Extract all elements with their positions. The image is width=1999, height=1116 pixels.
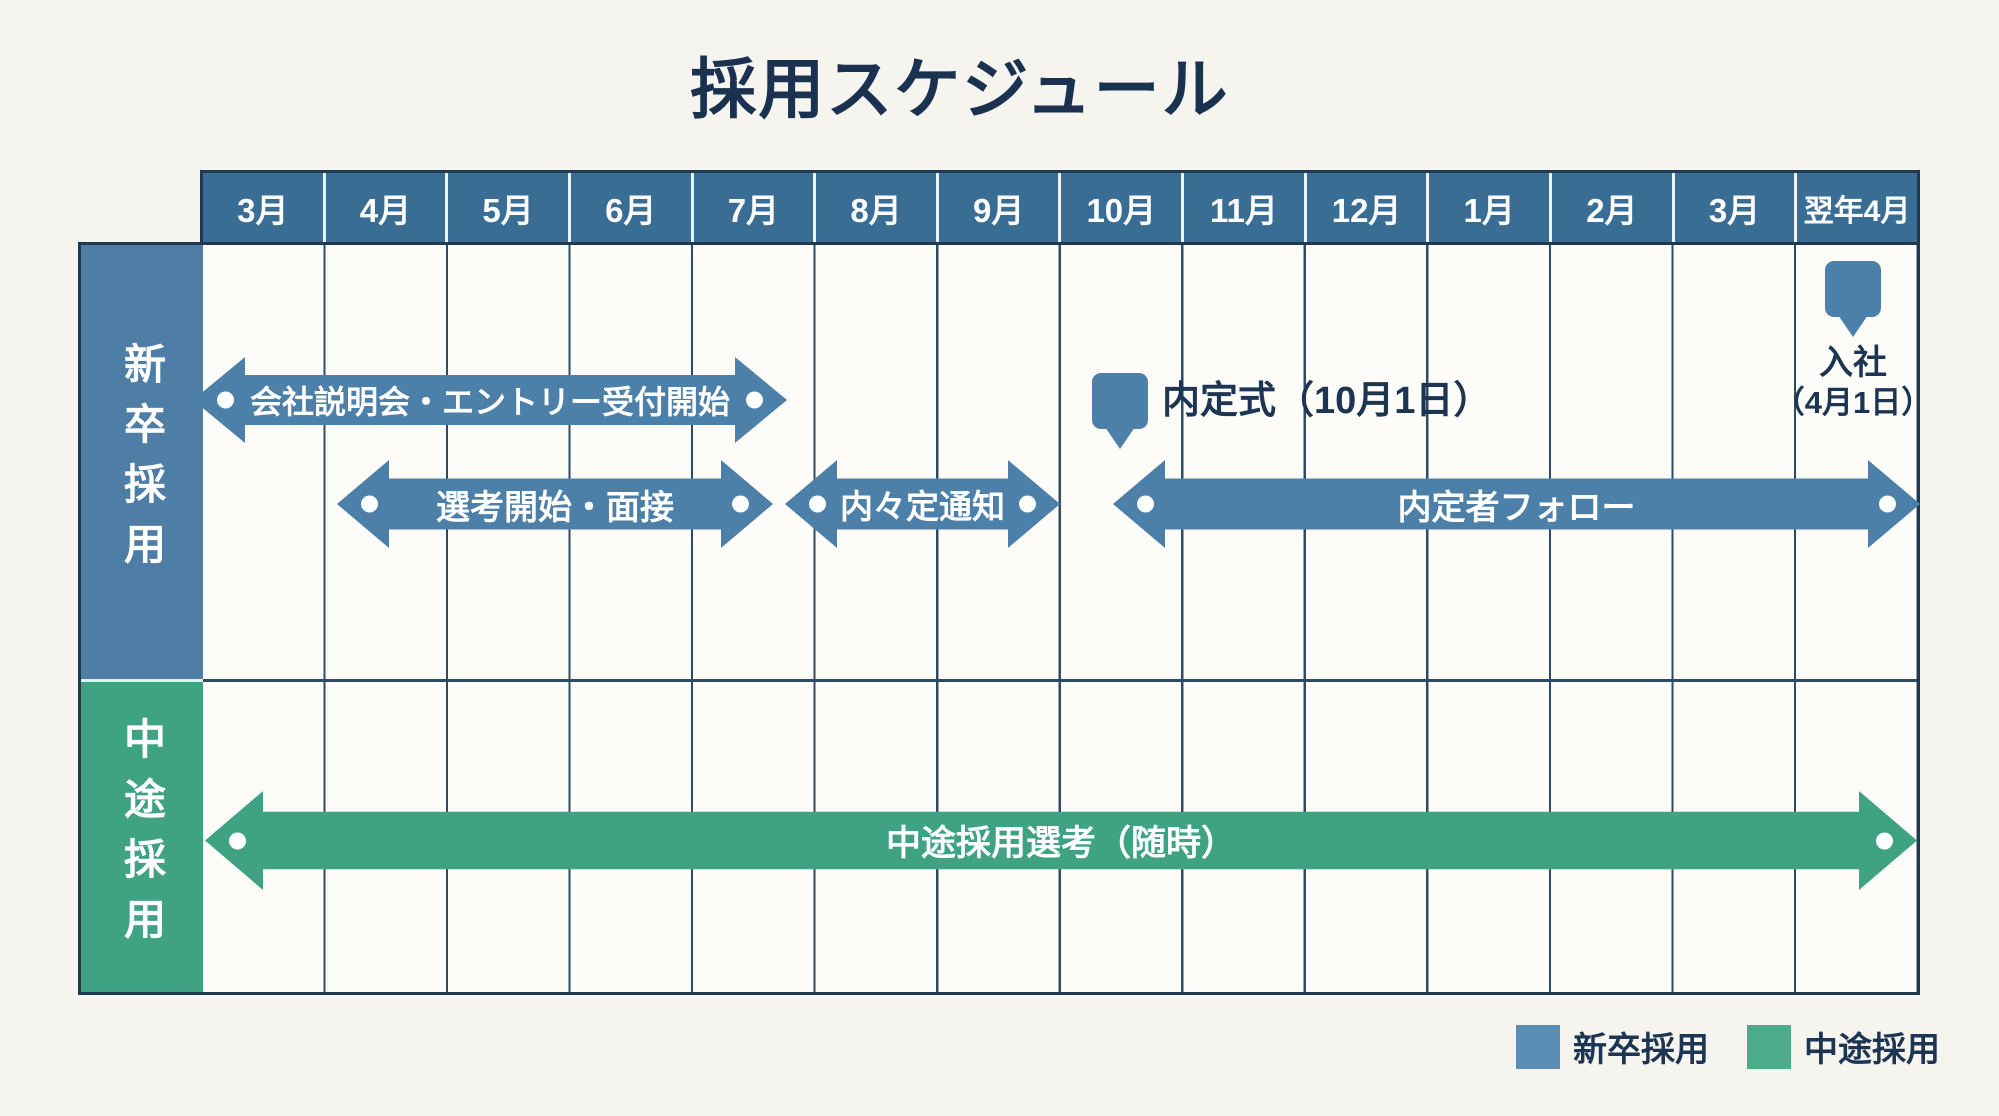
month-header-cell: 10月 — [1061, 173, 1185, 242]
legend-label: 中途採用 — [1804, 1031, 1940, 1069]
month-header-cell: 2月 — [1552, 173, 1675, 242]
arrow-endpoint-dot — [217, 392, 234, 409]
month-header-cell: 8月 — [816, 173, 939, 242]
month-header-cell: 12月 — [1306, 173, 1430, 242]
pin-pointer — [1105, 427, 1135, 449]
arrow-endpoint-dot — [809, 496, 826, 513]
legend-swatch-green — [1747, 1024, 1791, 1069]
milestone-nyusha-line1: 入社 — [1819, 344, 1887, 382]
month-header-cell: 9月 — [938, 173, 1062, 242]
month-header-cell: 3月 — [203, 173, 326, 242]
month-header-cell: 1月 — [1429, 173, 1553, 242]
arrow-label: 内々定通知 — [840, 488, 1005, 525]
month-header-cell: 翌年4月 — [1797, 173, 1917, 242]
arrow-endpoint-dot — [1137, 496, 1154, 513]
legend-item-mid-career: 中途採用 — [1747, 1022, 1940, 1071]
row-label-mid-career: 中途採用 — [81, 682, 203, 992]
month-header-cell: 3月 — [1674, 173, 1798, 242]
legend-label: 新卒採用 — [1573, 1031, 1709, 1069]
pin-pointer — [1838, 315, 1868, 337]
map-pin-icon — [1092, 373, 1148, 449]
milestone-naiteishiki-label: 内定式（10月1日） — [1162, 380, 1492, 422]
arrow-endpoint-dot — [1019, 496, 1036, 513]
map-pin-icon — [1825, 261, 1881, 337]
arrow-endpoint-dot — [361, 496, 378, 513]
arrow-endpoint-dot — [1879, 496, 1896, 513]
arrow-label: 中途採用選考（随時） — [885, 824, 1236, 863]
arrow-endpoint-dot — [746, 392, 763, 409]
month-header-row: 3月 4月 5月 6月 7月 8月 9月 10月 11月 12月 1月 2月 3… — [200, 170, 1920, 242]
month-header-cell: 5月 — [448, 173, 571, 242]
row-divider-line — [200, 679, 1917, 682]
arrow-label: 会社説明会・エントリー受付開始 — [249, 384, 730, 420]
arrow-endpoint-dot — [732, 496, 749, 513]
arrow-endpoint-dot — [229, 832, 246, 849]
milestone-nyusha-label: 入社 （4月1日） — [1753, 343, 1953, 423]
legend-swatch-blue — [1516, 1024, 1560, 1069]
page-title: 採用スケジュール — [690, 52, 1230, 126]
month-header-cell: 6月 — [570, 173, 694, 242]
grid-column-lines — [200, 245, 1917, 992]
legend: 新卒採用 中途採用 — [1516, 1022, 1940, 1071]
arrow-endpoint-dot — [1876, 832, 1893, 849]
milestone-nyusha-line2: （4月1日） — [1773, 385, 1933, 420]
month-header-cell: 11月 — [1184, 173, 1307, 242]
schedule-grid: 新卒採用 中途採用 会社説明会・エントリー受付開始 選考開始・面接 内々定通知 … — [78, 242, 1932, 995]
arrow-label: 選考開始・面接 — [436, 488, 674, 527]
arrow-label: 内定者フォロー — [1397, 488, 1636, 527]
row-label-new-grad: 新卒採用 — [81, 245, 203, 679]
legend-item-new-grad: 新卒採用 — [1516, 1022, 1709, 1071]
row-label-separator — [81, 679, 203, 682]
month-header-cell: 4月 — [325, 173, 449, 242]
month-header-cell: 7月 — [693, 173, 817, 242]
